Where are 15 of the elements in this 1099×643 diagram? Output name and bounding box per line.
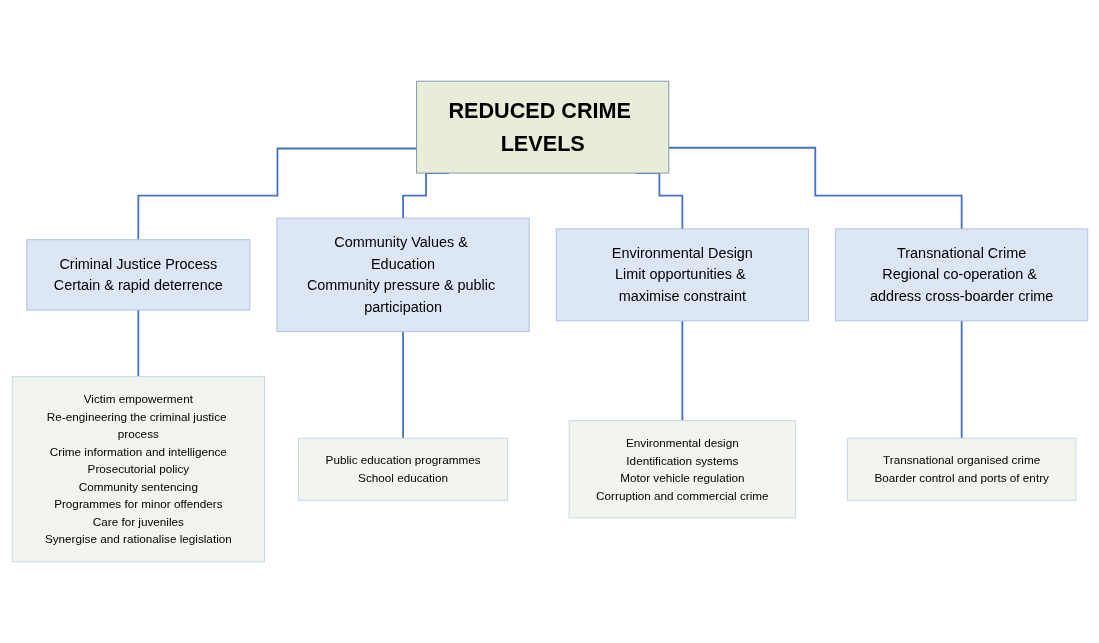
node-box: REDUCED CRIME LEVELS [415,80,669,174]
node-box: Public education programmes School education [297,437,508,501]
connector [401,330,404,440]
connector [667,146,963,230]
node-box: Environmental Design Limit opportunities & maximise constraint [555,228,809,322]
node-box: Transnational Crime Regional co-operation & address cross-boarder crime [834,228,1088,322]
node-box: Community Values & Education Community pressure & public participation [276,217,530,333]
node-box: Transnational organised crime Boarder control and ports of entry [846,437,1076,501]
connector [960,319,963,440]
connector [136,309,139,378]
node-box: Victim empowerment Re-engineering the criminal justice process Crime information and intelligence Prosecutorial policy Community sentencing Programmes for minor offenders Care for juveniles Synergise and rationalise legislation [11,376,265,563]
node-box: Environmental design Identification systems Motor vehicle regulation Corruption and commercial crime [568,420,796,519]
connector [136,147,417,241]
connector [680,319,683,422]
node-box: Criminal Justice Process Certain & rapid deterrence [25,239,250,311]
